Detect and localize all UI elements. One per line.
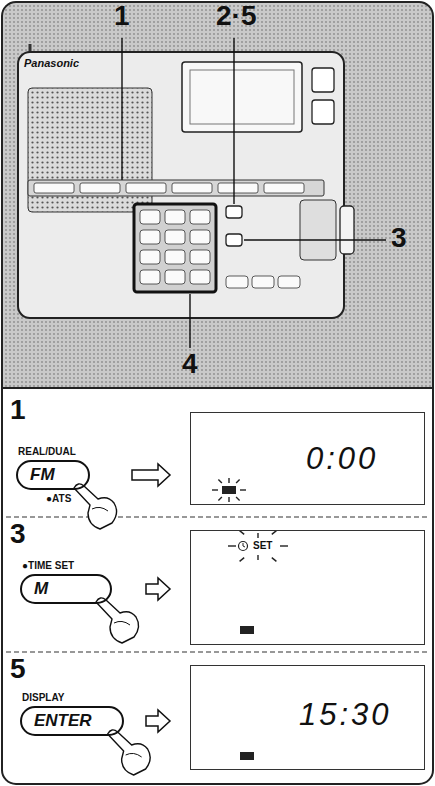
- blink-ray: [228, 545, 236, 546]
- button-caption: ●ATS: [46, 493, 90, 505]
- blink-ray: [212, 489, 218, 490]
- blink-ray: [236, 479, 240, 483]
- keypad-key: [140, 210, 160, 224]
- hand-crease: [92, 507, 108, 511]
- hollow-arrow: [146, 578, 170, 600]
- display-readout: SET: [253, 541, 272, 551]
- radio-drawing: [18, 44, 354, 318]
- blink-ray: [257, 555, 258, 560]
- leader-lines: [122, 38, 386, 348]
- button-outline: M: [20, 574, 112, 604]
- blink-ray: [236, 497, 240, 501]
- keypad-key: [140, 230, 160, 244]
- button-label: M: [34, 579, 48, 599]
- step-number: 3: [10, 520, 26, 548]
- button-caption: ●TIME SET: [22, 560, 112, 572]
- blink-ray: [218, 497, 222, 501]
- hollow-arrow: [146, 710, 170, 732]
- step-number: 1: [10, 396, 26, 424]
- lcd-display: SET: [190, 530, 425, 645]
- callout-number: 2·5: [216, 2, 256, 30]
- blink-ray: [218, 479, 222, 483]
- keypad-key: [190, 210, 210, 224]
- keypad-key: [165, 270, 185, 284]
- button-group: REAL/DUAL FM ●ATS: [16, 446, 90, 505]
- brand-name: Panasonic: [24, 58, 79, 69]
- pressing-hand: [96, 598, 139, 643]
- blink-ray: [240, 531, 245, 535]
- button-caption: DISPLAY: [22, 692, 124, 704]
- blink-ray: [228, 478, 229, 483]
- keypad-key: [165, 230, 185, 244]
- button-group: ●TIME SET M: [20, 560, 112, 604]
- step-divider: [6, 516, 429, 517]
- blink-ray: [228, 497, 229, 502]
- callout-number: 1: [114, 2, 130, 30]
- halftone-ground: [2, 2, 433, 388]
- display-readout: 0:00: [306, 443, 378, 474]
- button-outline: FM: [16, 460, 90, 490]
- button-label: FM: [30, 465, 55, 485]
- blink-rays: [212, 478, 288, 561]
- callout-number: 4: [182, 350, 198, 378]
- keypad-key: [190, 250, 210, 264]
- button-caption: REAL/DUAL: [18, 446, 90, 458]
- pressing-hand: [108, 730, 151, 775]
- keypad-key: [140, 250, 160, 264]
- keypad-key: [190, 270, 210, 284]
- panel-divider: [2, 387, 433, 389]
- button-label: ENTER: [34, 711, 92, 731]
- hand-crease: [126, 753, 142, 757]
- lcd-display: 0:00: [190, 412, 425, 505]
- blink-ray: [240, 489, 246, 490]
- button-group: DISPLAY ENTER: [20, 692, 124, 736]
- pressing-hand: [74, 484, 117, 529]
- blink-ray: [240, 558, 245, 562]
- callout-number: 3: [391, 224, 407, 252]
- keypad-key: [140, 270, 160, 284]
- hollow-arrow: [132, 464, 170, 486]
- step-divider: [6, 651, 429, 652]
- blink-ray: [272, 531, 277, 535]
- button-outline: ENTER: [20, 706, 124, 736]
- keypad-key: [165, 210, 185, 224]
- step-number: 5: [10, 655, 26, 683]
- display-icons: [222, 486, 254, 760]
- lcd-display: 15:30: [190, 665, 425, 770]
- blink-ray: [280, 545, 288, 546]
- keypad-key: [190, 230, 210, 244]
- hand-crease: [114, 621, 130, 625]
- display-readout: 15:30: [299, 699, 392, 730]
- keypad-key: [165, 250, 185, 264]
- blink-ray: [272, 558, 277, 562]
- blink-ray: [257, 533, 258, 538]
